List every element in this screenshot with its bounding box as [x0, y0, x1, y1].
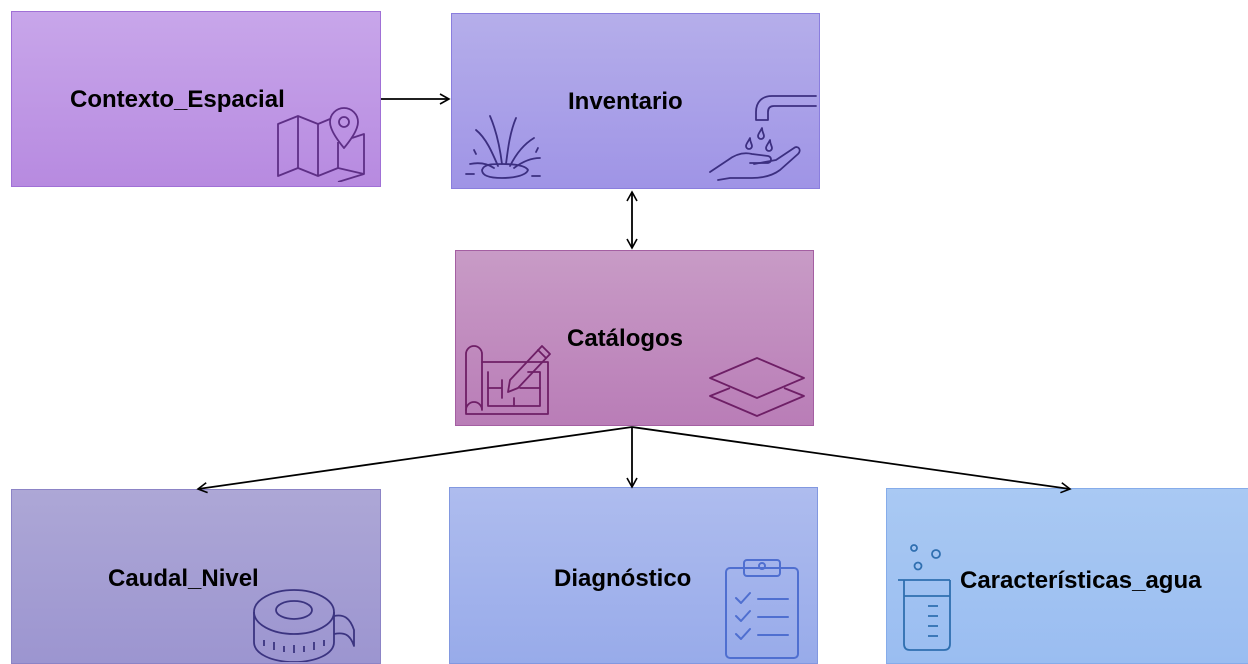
node-contexto-espacial: [11, 11, 381, 187]
layers-icon: [709, 357, 805, 417]
node-caracteristicas-agua: [886, 488, 1248, 664]
node-label-catalogos: Catálogos: [567, 325, 684, 352]
beaker-icon: [898, 544, 951, 651]
blueprint-pencil-icon: [465, 345, 551, 415]
node-caudal-nivel: [11, 489, 381, 664]
node-label-caracteristicas: Características_agua: [960, 567, 1202, 594]
measuring-tape-icon: [253, 589, 355, 662]
node-label-caudal: Caudal_Nivel: [108, 565, 259, 592]
map-pin-icon: [277, 107, 365, 182]
node-label-inventario: Inventario: [568, 88, 683, 115]
edge-catalogos-caudal: [196, 426, 633, 494]
node-label-diagnostico: Diagnóstico: [554, 565, 692, 592]
edge-catalogos-caracteristicas: [631, 426, 1072, 494]
clipboard-checklist-icon: [725, 559, 799, 659]
water-splash-icon: [465, 115, 541, 179]
faucet-hand-icon: [709, 95, 817, 181]
node-label-contexto: Contexto_Espacial: [70, 86, 285, 113]
